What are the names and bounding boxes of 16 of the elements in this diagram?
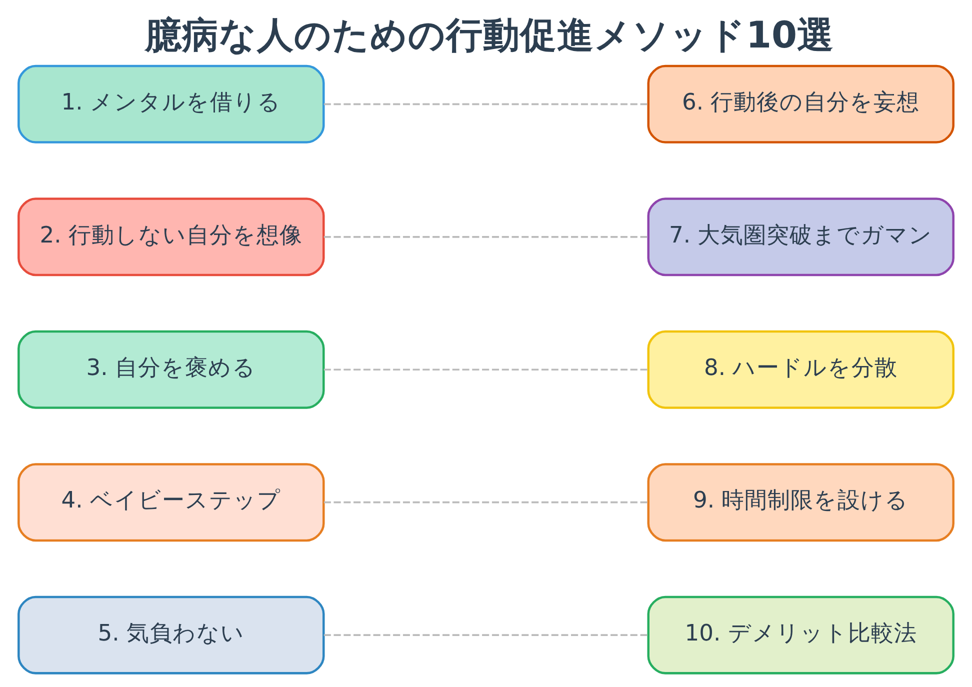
node-box: 9. 時間制限を設ける	[647, 463, 954, 542]
connector	[324, 368, 648, 371]
connector	[324, 103, 648, 106]
node-box: 10. デメリット比較法	[647, 596, 954, 674]
node-box: 7. 大気圏突破までガマン	[647, 198, 954, 276]
node-box: 2. 行動しない自分を想像	[18, 198, 325, 276]
node-box: 8. ハードルを分散	[647, 330, 954, 409]
connector	[324, 634, 648, 636]
node-box: 6. 行動後の自分を妄想	[647, 64, 954, 144]
connector	[324, 236, 648, 238]
node-box: 1. メンタルを借りる	[18, 64, 325, 144]
node-box: 5. 気負わない	[18, 596, 325, 674]
node-box: 4. ベイビーステップ	[18, 463, 325, 542]
diagram-title: 臆病な人のための行動促進メソッド10選	[145, 13, 834, 56]
connector	[324, 501, 648, 504]
node-box: 3. 自分を褒める	[18, 330, 325, 409]
